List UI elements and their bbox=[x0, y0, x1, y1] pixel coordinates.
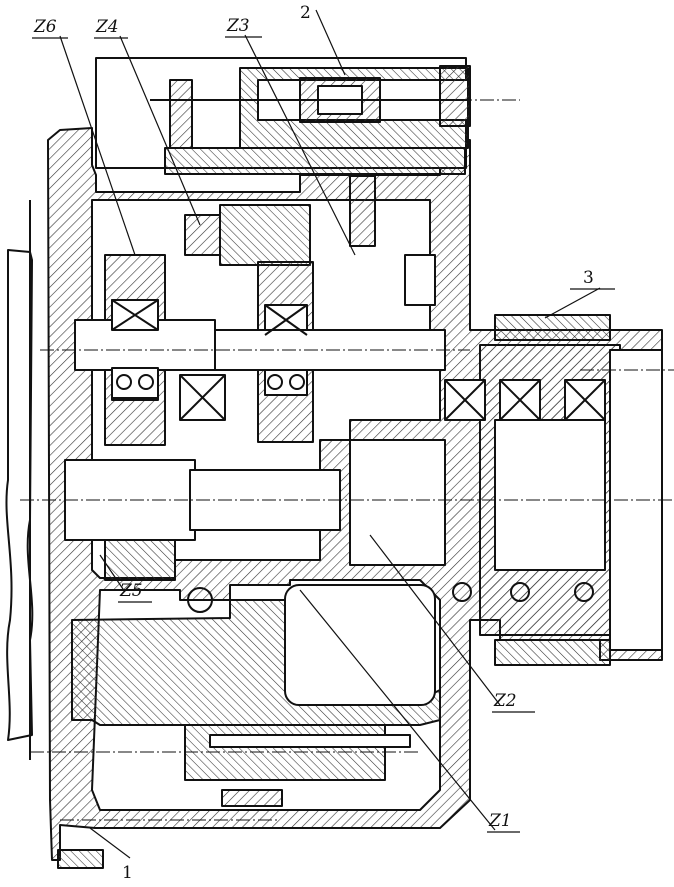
left-ball-1 bbox=[116, 374, 132, 390]
output-bearing-upper-3-x bbox=[564, 379, 606, 421]
output-lower-flange bbox=[494, 639, 611, 666]
mid-ball-1 bbox=[267, 374, 283, 390]
leader-z4 bbox=[119, 35, 201, 226]
label-z6: Z6 bbox=[33, 17, 57, 37]
base-foot bbox=[57, 849, 104, 869]
output-bearing-upper-2-x bbox=[499, 379, 541, 421]
z3-cam bbox=[349, 175, 376, 247]
leader-z3 bbox=[244, 34, 356, 256]
cylinder-block-left bbox=[169, 79, 193, 149]
lower-window bbox=[284, 584, 436, 706]
leader-1 bbox=[89, 827, 131, 859]
mid-bearing-x bbox=[264, 304, 308, 336]
leader-3 bbox=[544, 287, 601, 319]
label-part-1: 1 bbox=[122, 863, 133, 883]
z4-gear bbox=[184, 214, 221, 256]
leader-5 bbox=[99, 554, 126, 593]
z4-hub bbox=[219, 204, 311, 266]
output-ball-2 bbox=[510, 582, 530, 602]
label-z3: Z3 bbox=[226, 16, 250, 36]
label-z5: Z5 bbox=[119, 581, 143, 601]
leader-z2 bbox=[369, 534, 501, 706]
output-bore bbox=[494, 419, 606, 571]
cylinder-end-cap bbox=[439, 65, 471, 127]
nozzle-fitting bbox=[404, 254, 436, 306]
label-part-3: 3 bbox=[583, 268, 594, 288]
left-bearing-lower bbox=[111, 367, 159, 399]
leader-z6 bbox=[59, 35, 136, 256]
cylinder-base bbox=[164, 147, 466, 175]
label-z1: Z1 bbox=[488, 811, 512, 831]
leader-2 bbox=[315, 9, 346, 76]
mid-ball-2 bbox=[289, 374, 305, 390]
output-flange bbox=[494, 314, 611, 341]
left-ball-2 bbox=[138, 374, 154, 390]
left-bearing-upper-x bbox=[111, 299, 159, 331]
central-boss bbox=[349, 439, 446, 566]
middle-bearing-x bbox=[179, 374, 226, 421]
label-z4: Z4 bbox=[95, 17, 119, 37]
left-flange-outline bbox=[5, 249, 34, 741]
lower-bearing-ball bbox=[187, 587, 213, 613]
z1-shaft bbox=[209, 734, 411, 748]
label-z2: Z2 bbox=[493, 691, 517, 711]
label-part-2: 2 bbox=[300, 3, 311, 23]
output-ball-3 bbox=[574, 582, 594, 602]
bottom-plug bbox=[221, 789, 283, 807]
output-ball-1 bbox=[452, 582, 472, 602]
leader-z1 bbox=[299, 589, 496, 831]
output-bearing-upper-1-x bbox=[444, 379, 486, 421]
z5-gear bbox=[104, 539, 176, 581]
